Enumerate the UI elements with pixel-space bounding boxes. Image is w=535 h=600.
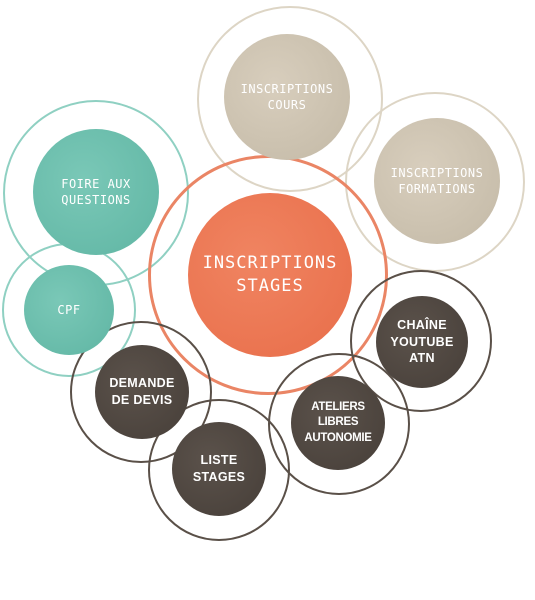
chaine-youtube-button[interactable]: CHAÎNE YOUTUBE ATN: [376, 296, 468, 388]
chaine-youtube-ring: [350, 270, 492, 412]
ateliers-libres-button[interactable]: ATELIERS LIBRES AUTONOMIE: [291, 376, 385, 470]
cpf-button[interactable]: CPF: [24, 265, 114, 355]
inscriptions-cours-label: INSCRIPTIONS COURS: [240, 81, 334, 112]
inscriptions-formations-button[interactable]: INSCRIPTIONS FORMATIONS: [374, 118, 500, 244]
cpf-label: CPF: [57, 302, 81, 317]
inscriptions-formations-label: INSCRIPTIONS FORMATIONS: [390, 165, 484, 196]
chaine-youtube-label: CHAÎNE YOUTUBE ATN: [390, 317, 454, 366]
inscriptions-cours-button[interactable]: INSCRIPTIONS COURS: [224, 34, 350, 160]
ateliers-libres-label: ATELIERS LIBRES AUTONOMIE: [304, 400, 372, 444]
liste-stages-ring: [148, 399, 290, 541]
demande-devis-ring: [70, 321, 212, 463]
inscriptions-stages-button[interactable]: INSCRIPTIONS STAGES: [188, 193, 352, 357]
liste-stages-button[interactable]: LISTE STAGES: [172, 422, 266, 516]
foire-aux-questions-label: FOIRE AUX QUESTIONS: [61, 176, 131, 207]
liste-stages-label: LISTE STAGES: [192, 453, 246, 484]
foire-aux-questions-button[interactable]: FOIRE AUX QUESTIONS: [33, 129, 159, 255]
demande-devis-label: DEMANDE DE DEVIS: [109, 376, 175, 407]
demande-devis-button[interactable]: DEMANDE DE DEVIS: [95, 345, 189, 439]
inscriptions-stages-label: INSCRIPTIONS STAGES: [202, 253, 338, 296]
